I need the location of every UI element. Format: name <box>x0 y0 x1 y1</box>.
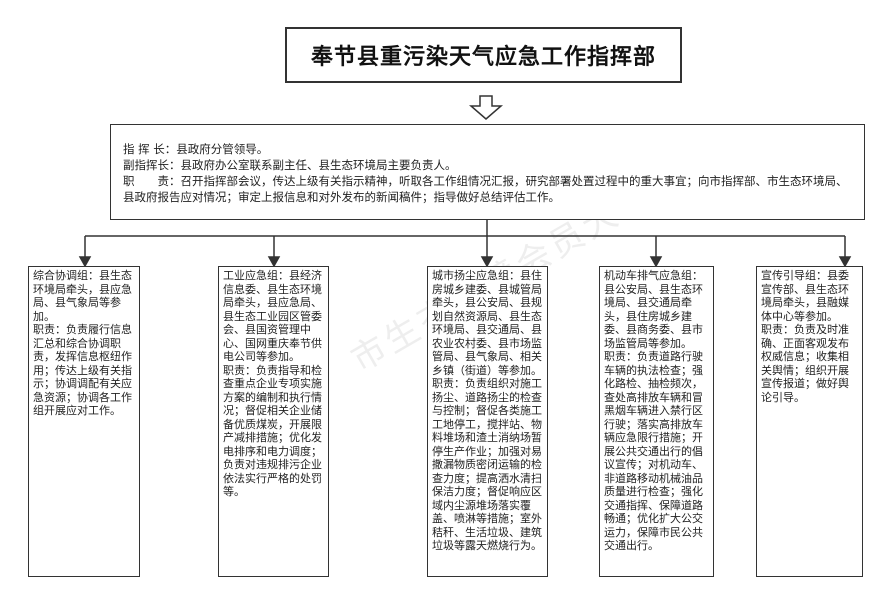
branch-arrows <box>78 236 852 268</box>
headquarters-box: 指 挥 长：县政府分管领导。 副指挥长：县政府办公室联系副主任、县生态环境局主要… <box>110 124 865 220</box>
arrowhead-icon-2 <box>267 256 281 268</box>
diagram-title: 奉节县重污染天气应急工作指挥部 <box>310 45 656 70</box>
arrowhead-icon-4 <box>649 256 663 268</box>
group-composition: 工业应急组：县经济信息委、县生态环境局牵头，县应急局、县生态工业园区管委会、县国… <box>223 269 322 363</box>
arrowhead-icon-3 <box>480 256 494 268</box>
hollow-down-arrow-icon <box>468 95 504 120</box>
commander-line: 指 挥 长：县政府分管领导。 <box>123 142 269 156</box>
title-box: 奉节县重污染天气应急工作指挥部 <box>285 27 682 83</box>
group-box-vehicle-exhaust: 机动车排气应急组：县公安局、县生态环境局、县交通局牵头，县住房城乡建委、县商务委… <box>599 266 714 577</box>
group-box-urban-dust: 城市扬尘应急组：县住房城乡建委、县城管局牵头，县公安局、县规划自然资源局、县生态… <box>427 266 548 577</box>
group-duties: 职责：负责指导和检查重点企业专项实施方案的编制和执行情况；督促相关企业储备优质煤… <box>223 363 322 499</box>
group-box-industry: 工业应急组：县经济信息委、县生态环境局牵头，县应急局、县生态工业园区管委会、县国… <box>218 266 329 577</box>
group-composition: 综合协调组：县生态环境局牵头，县应急局、县气象局等参加。 <box>33 269 132 323</box>
duties-line: 职 责：召开指挥部会议，传达上级有关指示精神，听取各工作组情况汇报，研究部署处置… <box>123 174 848 204</box>
group-duties: 职责：负责组织对施工扬尘、道路扬尘的检查与控制；督促各类施工工地停工，搅拌站、物… <box>432 377 542 552</box>
group-box-coordination: 综合协调组：县生态环境局牵头，县应急局、县气象局等参加。 职责：负责履行信息汇总… <box>28 266 140 577</box>
arrowhead-icon-5 <box>838 256 852 268</box>
group-composition: 城市扬尘应急组：县住房城乡建委、县城管局牵头，县公安局、县规划自然资源局、县生态… <box>432 269 542 377</box>
group-composition: 机动车排气应急组：县公安局、县生态环境局、县交通局牵头，县住房城乡建委、县商务委… <box>604 269 703 350</box>
group-composition: 宣传引导组：县委宣传部、县生态环境局牵头，县融媒体中心等参加。 <box>761 269 849 323</box>
group-duties: 职责：负责及时准确、正面客观发布权威信息；收集相关舆情；组织开展宣传报道；做好舆… <box>761 323 849 404</box>
group-duties: 职责：负责道路行驶车辆的执法检查；强化路检、抽检频次，查处高排放车辆和冒黑烟车辆… <box>604 350 703 552</box>
deputy-line: 副指挥长：县政府办公室联系副主任、县生态环境局主要负责人。 <box>123 158 457 172</box>
group-duties: 职责：负责履行信息汇总和综合协调职责，发挥信息枢纽作用；传达上级有关指示；协调调… <box>33 323 132 417</box>
group-box-publicity: 宣传引导组：县委宣传部、县生态环境局牵头，县融媒体中心等参加。 职责：负责及时准… <box>756 266 863 577</box>
arrowhead-icon-1 <box>78 256 92 268</box>
